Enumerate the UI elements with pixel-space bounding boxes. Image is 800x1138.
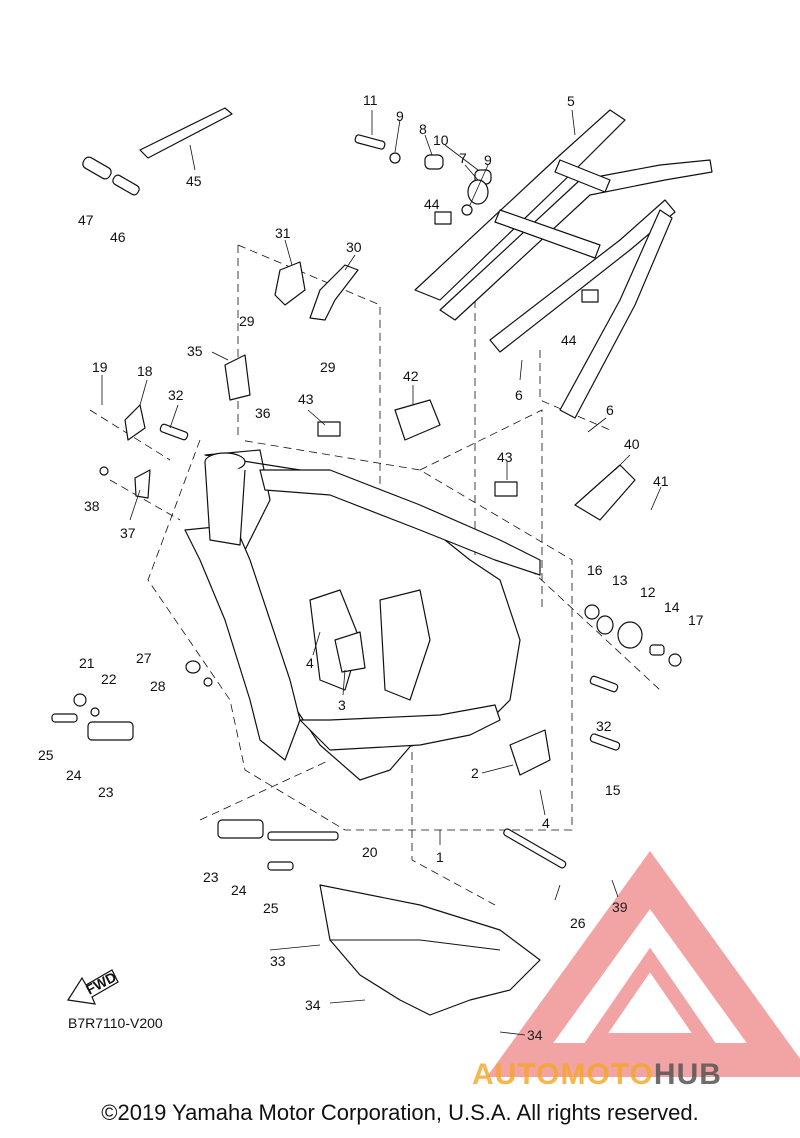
callout: 10 (433, 132, 449, 148)
callout: 4 (306, 655, 314, 671)
callout: 44 (424, 196, 440, 212)
callout: 16 (587, 562, 603, 578)
diagram-code: B7R7110-V200 (68, 1015, 163, 1031)
callout: 23 (203, 869, 219, 885)
rear-subframe (414, 109, 713, 419)
callout: 25 (38, 747, 54, 763)
callout: 25 (263, 900, 279, 916)
callout: 37 (120, 525, 136, 541)
small-parts (51, 107, 682, 871)
callout: 17 (688, 612, 704, 628)
callout: 22 (101, 671, 117, 687)
callout: 3 (338, 697, 346, 713)
callout: 2 (471, 765, 479, 781)
callout: 46 (110, 229, 126, 245)
callout: 31 (275, 225, 291, 241)
callout: 5 (567, 93, 575, 109)
callout: 14 (664, 599, 680, 615)
callout: 15 (605, 782, 621, 798)
leader-lines (101, 109, 662, 1036)
callout: 6 (606, 402, 614, 418)
callout: 33 (270, 953, 286, 969)
callout: 28 (150, 678, 166, 694)
callout: 43 (298, 391, 314, 407)
callout: 27 (136, 650, 152, 666)
callout: 34 (527, 1027, 543, 1043)
callout: 24 (231, 882, 247, 898)
watermark-text-b: HUB (653, 1058, 722, 1091)
callout: 29 (320, 359, 336, 375)
callout: 1 (436, 849, 444, 865)
callout: 38 (84, 498, 100, 514)
callout: 9 (484, 152, 492, 168)
watermark-text-a: AUTOMOTO (472, 1058, 654, 1091)
callout: 35 (187, 343, 203, 359)
callout: 43 (497, 449, 513, 465)
main-frame (184, 449, 541, 781)
watermark-text: AUTOMOTOHUB (472, 1058, 722, 1092)
callout: 34 (305, 997, 321, 1013)
callout: 32 (168, 387, 184, 403)
callout: 45 (186, 173, 202, 189)
callout: 36 (255, 405, 271, 421)
callout: 30 (346, 239, 362, 255)
callout: 13 (612, 572, 628, 588)
callout: 21 (79, 655, 95, 671)
callout: 18 (137, 363, 153, 379)
callout: 24 (66, 767, 82, 783)
callout: 12 (640, 584, 656, 600)
callout: 42 (403, 368, 419, 384)
callout: 44 (561, 332, 577, 348)
callout: 39 (612, 899, 628, 915)
callout: 6 (515, 387, 523, 403)
callout: 41 (653, 473, 669, 489)
fwd-arrow: FWD (66, 968, 119, 1005)
callout: 29 (239, 313, 255, 329)
callout: 4 (542, 815, 550, 831)
callout: 47 (78, 212, 94, 228)
callout: 8 (419, 121, 427, 137)
dashed-outline-main (89, 244, 661, 906)
callout: 32 (596, 718, 612, 734)
copyright-notice: ©2019 Yamaha Motor Corporation, U.S.A. A… (101, 1100, 699, 1125)
skid-plate (319, 884, 541, 1016)
watermark-logo (486, 850, 800, 1077)
callout-labels: 1 2 3 4 4 5 6 6 7 8 9 9 10 11 12 13 14 1… (38, 92, 704, 1043)
callout: 23 (98, 784, 114, 800)
callout: 7 (459, 150, 467, 166)
callout: 19 (92, 359, 108, 375)
callout: 11 (363, 92, 378, 108)
fwd-label: FWD (83, 968, 119, 997)
callout: 9 (396, 108, 404, 124)
callout: 20 (362, 844, 378, 860)
callout: 26 (570, 915, 586, 931)
callout: 40 (624, 436, 640, 452)
